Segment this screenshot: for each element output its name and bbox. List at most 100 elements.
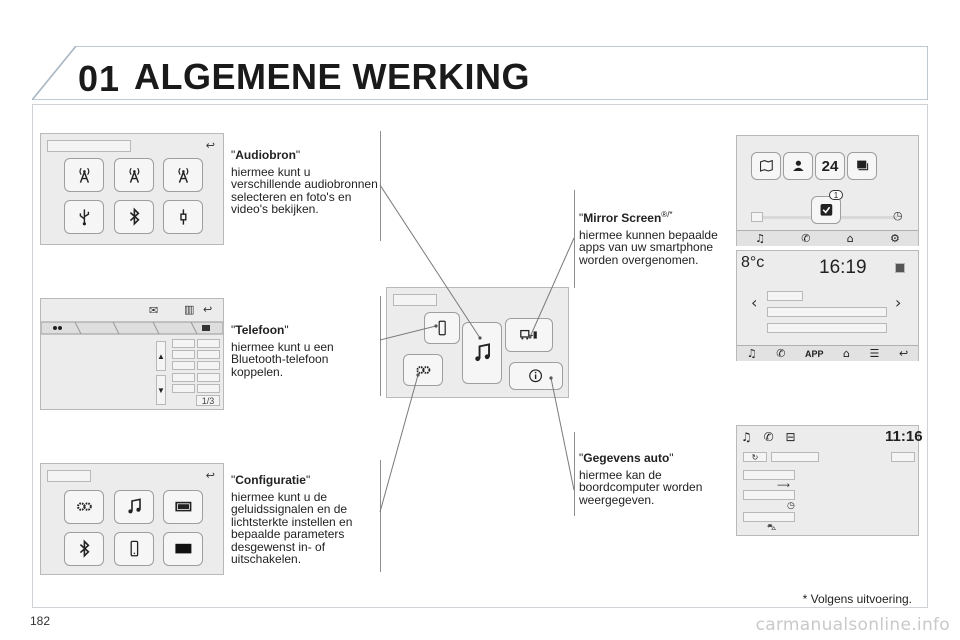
vehicle-clock: 11:16: [885, 428, 923, 445]
sound-settings-button[interactable]: [64, 490, 104, 524]
bluetooth-settings-button[interactable]: [64, 532, 104, 566]
separator-audio: [380, 131, 381, 241]
scroll-up-button[interactable]: ▲: [156, 341, 166, 371]
radio-button-3[interactable]: [163, 158, 203, 192]
home-screen: 8°c 16:19 ‹ › ♫ ✆ APP ⌂ ☰ ↩: [736, 250, 919, 361]
smartphone-settings-button[interactable]: [114, 532, 154, 566]
gears-icon: [416, 366, 430, 374]
usb-button[interactable]: [64, 200, 104, 234]
music-note-icon: [127, 498, 141, 514]
back-arrow-icon[interactable]: ↩: [205, 469, 215, 482]
caption-config-label: Configuratie: [235, 473, 306, 487]
bluetooth-icon: [79, 539, 90, 559]
phone-tabs[interactable]: [41, 321, 223, 335]
home-field-3: [767, 323, 887, 333]
caption-phone-label: Telefoon: [235, 323, 285, 337]
screen-settings-button[interactable]: [163, 490, 203, 524]
radio-antenna-icon: [128, 168, 139, 184]
home-icon[interactable]: ⌂: [846, 232, 854, 245]
back-arrow-icon[interactable]: ↩: [898, 347, 909, 360]
clock-time: 16:19: [819, 257, 867, 278]
check-icon: [820, 204, 832, 216]
vehicle-field-1: [771, 452, 819, 462]
contact-grid[interactable]: [172, 339, 220, 393]
notification-badge: 1: [829, 190, 843, 200]
aux-button[interactable]: [163, 200, 203, 234]
page-title: ALGEMENE WERKING: [134, 56, 531, 97]
caption-mirror-label: Mirror Screen: [583, 211, 662, 225]
status-icons: ♫ ✆ ⊟: [741, 430, 796, 444]
phone-settings-icon[interactable]: ▥: [184, 303, 195, 316]
vehicle-field-2: [891, 452, 915, 462]
bluetooth-icon: [129, 207, 140, 227]
usb-icon: [79, 209, 89, 226]
clock-icon: ◷: [893, 209, 903, 222]
car-phone-icon[interactable]: ⊟: [785, 430, 796, 444]
car-icon: ⛍: [767, 523, 777, 533]
back-arrow-icon[interactable]: ↩: [203, 303, 213, 316]
phone-handset-icon[interactable]: ✆: [763, 430, 774, 444]
screen-settings-icon[interactable]: [895, 263, 905, 273]
outside-temperature: 8°c: [741, 254, 765, 271]
app-calendar-button[interactable]: 24: [815, 152, 845, 180]
radio-button-2[interactable]: [114, 158, 154, 192]
app-contacts-button[interactable]: [783, 152, 813, 180]
chevron-right-icon[interactable]: ›: [895, 293, 902, 312]
home-icon[interactable]: ⌂: [843, 347, 850, 360]
separator-phone: [380, 296, 381, 396]
bottom-nav-bar: ♫ ✆ APP ⌂ ☰ ↩: [737, 345, 918, 361]
vehicle-field-3: [743, 470, 795, 480]
audio-settings-button[interactable]: [114, 490, 154, 524]
confirm-app-button[interactable]: [811, 196, 841, 224]
music-note-icon[interactable]: ♫: [755, 232, 765, 245]
app-messages-button[interactable]: [847, 152, 877, 180]
phone-handset-icon[interactable]: ✆: [801, 232, 811, 245]
content-frame: [32, 104, 928, 608]
separator-config: [380, 460, 381, 572]
radio-antenna-icon: [177, 168, 188, 184]
caption-audio-label: Audiobron: [235, 148, 296, 162]
caption-mirror-desc: hiermee kunnen bepaalde apps van uw smar…: [579, 227, 718, 267]
caption-audio: "Audiobron" hiermee kunt u verschillende…: [231, 149, 381, 216]
caption-phone: "Telefoon" hiermee kunt u een Bluetooth-…: [231, 324, 371, 378]
music-note-icon[interactable]: ♫: [746, 347, 757, 360]
person-icon: [792, 160, 804, 172]
app-map-button[interactable]: [751, 152, 781, 180]
vehicle-field-5: [743, 512, 795, 522]
mirror-screen-button[interactable]: [505, 318, 553, 352]
progress-start: [751, 212, 763, 222]
info-icon: [529, 369, 543, 383]
music-note-icon: [474, 343, 490, 362]
smartphone-icon: [130, 541, 138, 557]
app-button[interactable]: APP: [804, 348, 824, 359]
vehicle-field-4: [743, 490, 795, 500]
refresh-field[interactable]: ↻: [743, 452, 767, 462]
gears-icon[interactable]: ⚙: [889, 232, 900, 245]
envelope-icon[interactable]: ✉: [149, 304, 159, 317]
caption-config: "Configuratie" hiermee kunt u de geluids…: [231, 474, 371, 566]
page-number: 182: [30, 614, 51, 628]
vehicle-info-button[interactable]: [509, 362, 563, 390]
page-indicator: 1/3: [196, 395, 220, 406]
audio-menu-button[interactable]: [462, 322, 502, 384]
caption-vehicle: "Gegevens auto" hiermee kan de boordcomp…: [579, 452, 719, 506]
caption-mirror: "Mirror Screen®/* hiermee kunnen bepaald…: [579, 210, 718, 267]
config-menu-button[interactable]: [403, 354, 443, 386]
caption-audio-desc: hiermee kunt u verschillende audiobronne…: [231, 164, 378, 216]
radio-button-1[interactable]: [64, 158, 104, 192]
back-arrow-icon[interactable]: ↩: [205, 139, 215, 152]
music-note-icon[interactable]: ♫: [741, 430, 752, 444]
phone-handset-icon[interactable]: ✆: [776, 347, 786, 360]
chevron-left-icon[interactable]: ‹: [751, 293, 758, 312]
clock-icon: ◷: [787, 501, 795, 511]
display-off-button[interactable]: [163, 532, 203, 566]
caption-vehicle-label: Gegevens auto: [583, 451, 670, 465]
bottom-nav-bar: ♫ ✆ ⌂ ⚙: [737, 230, 918, 246]
list-icon[interactable]: ☰: [869, 347, 880, 360]
bluetooth-button[interactable]: [114, 200, 154, 234]
phone-screen: ✉ ▥ ↩ ▲ ▼ 1/3: [40, 298, 224, 410]
scroll-down-button[interactable]: ▼: [156, 375, 166, 405]
caption-config-desc: hiermee kunt u de geluidssignalen en de …: [231, 489, 353, 566]
separator-vehicle: [574, 432, 575, 516]
telephone-menu-button[interactable]: [424, 312, 460, 344]
